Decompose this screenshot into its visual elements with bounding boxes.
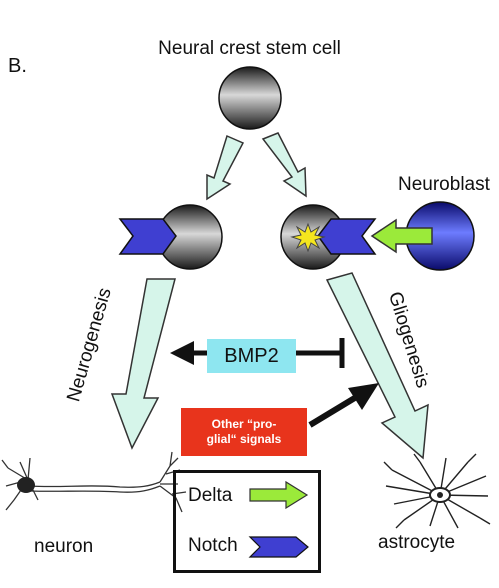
proglial-arrowhead [348, 383, 379, 410]
neuroblast-label: Neuroblast [398, 174, 490, 195]
astrocyte-nucleus [437, 492, 443, 498]
legend-delta-arrow-icon [249, 480, 309, 510]
bmp2-label: BMP2 [224, 344, 279, 367]
astrocyte-drawing [383, 453, 491, 529]
neuron-soma [17, 477, 35, 493]
proglial-label-line1: Other “pro- [211, 417, 277, 431]
stem-cell-label: Neural crest stem cell [158, 38, 341, 59]
bmp2-promote-arrowhead [170, 341, 194, 365]
neuron-label: neuron [34, 536, 94, 557]
signal-star-icon [290, 222, 326, 253]
legend-delta-label: Delta [188, 485, 233, 506]
panel-label: B. [8, 55, 27, 77]
notch-receptor-left [118, 218, 177, 255]
proglial-signals-box: Other “pro- glial“ signals [181, 408, 307, 456]
stem-to-left-arrow [206, 134, 245, 201]
stem-cell [218, 66, 282, 130]
notch-receptor-right [317, 218, 377, 255]
delta-arrow [370, 218, 433, 254]
astrocyte-label: astrocyte [378, 532, 456, 553]
proglial-label-line2: glial“ signals [206, 432, 282, 446]
legend: Delta Notch [173, 470, 321, 573]
stem-to-right-arrow [261, 132, 307, 198]
neurogenesis-arrow [110, 278, 176, 450]
bmp2-box: BMP2 [207, 339, 296, 373]
proglial-arrow-line [308, 393, 360, 428]
legend-notch-label: Notch [188, 535, 238, 556]
legend-notch-icon [248, 536, 309, 558]
gliogenesis-arrow [325, 272, 429, 460]
